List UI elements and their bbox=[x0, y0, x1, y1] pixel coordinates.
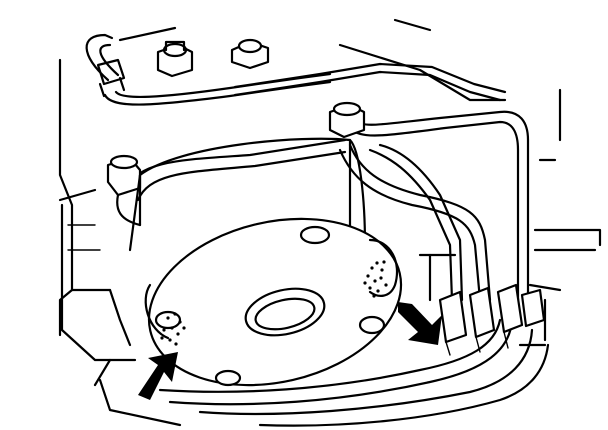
callout-arrow-right bbox=[398, 302, 442, 345]
leak-indication-right bbox=[363, 260, 388, 298]
brake-line-right-vertical-a bbox=[353, 110, 530, 302]
leak-indication-left bbox=[160, 312, 186, 346]
bolt-hole-right bbox=[358, 315, 386, 335]
cross-line-fitting bbox=[106, 154, 142, 197]
top-fitting-center bbox=[156, 40, 194, 78]
top-fitting-left bbox=[96, 58, 126, 98]
brake-line-cross-left bbox=[116, 138, 347, 227]
bolt-hole-left bbox=[154, 310, 182, 330]
brake-line-lower-sweep bbox=[158, 318, 550, 427]
line-clip-group bbox=[438, 283, 546, 356]
end-cap bbox=[147, 217, 403, 387]
brake-line-right-vertical-b bbox=[338, 143, 492, 302]
top-fitting-right bbox=[230, 38, 270, 70]
bolt-hole-bottom bbox=[214, 369, 242, 387]
callout-arrow-left bbox=[138, 352, 178, 400]
seal-ring-left bbox=[144, 283, 170, 340]
upper-right-fitting bbox=[328, 101, 366, 139]
modulator-body bbox=[128, 137, 367, 252]
brake-line-right-vertical-c bbox=[368, 143, 464, 302]
brake-line-top-run bbox=[233, 62, 507, 102]
bolt-hole-top bbox=[299, 225, 331, 245]
brake-line-upper-left bbox=[85, 33, 332, 106]
seal-ring-right bbox=[368, 238, 399, 297]
housing-frame bbox=[58, 18, 602, 427]
